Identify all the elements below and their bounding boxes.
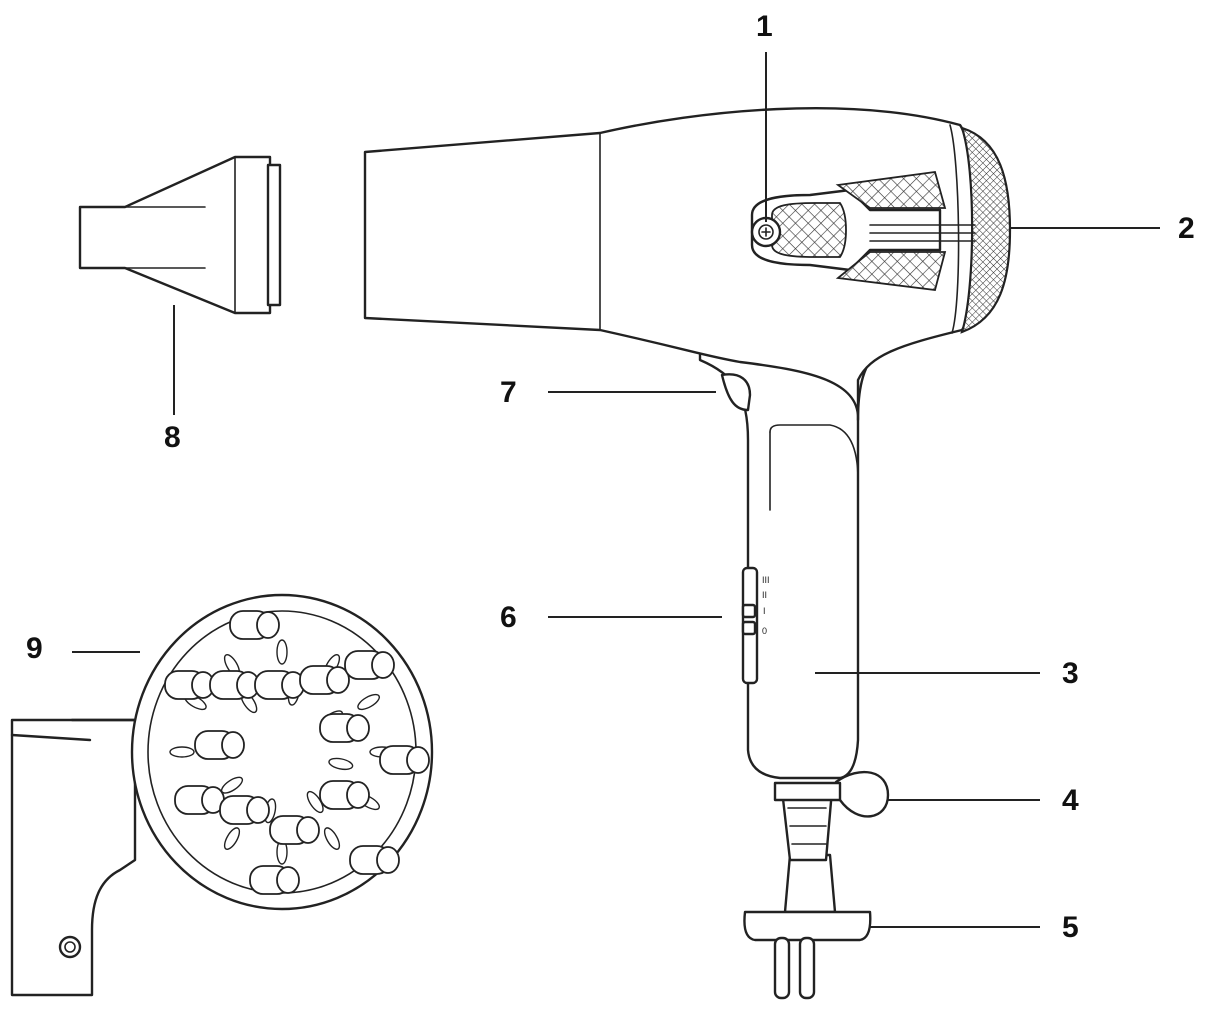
speed-heat-switch: [741, 566, 759, 685]
power-plug: [743, 853, 872, 1000]
callout-7: 7: [500, 376, 517, 409]
diffuser-prong: [249, 865, 300, 895]
diffuser-attachment: [10, 593, 434, 997]
callout-2: 2: [1178, 212, 1195, 245]
leader-lines: [72, 52, 1160, 928]
callout-4: 4: [1062, 784, 1079, 817]
diffuser-prong: [379, 745, 430, 775]
diffuser-prongs: [164, 610, 430, 895]
diffuser-vent: [169, 746, 195, 758]
switch-mark-1: I: [763, 606, 766, 616]
diffuser-prong: [269, 815, 320, 845]
callout-5: 5: [1062, 911, 1079, 944]
diffuser-prong: [254, 670, 305, 700]
cord-strain-relief: [773, 781, 842, 862]
side-vent-panel: [750, 171, 976, 291]
cool-shot-button: [750, 216, 782, 248]
diffuser-vent: [276, 639, 288, 665]
callout-3: 3: [1062, 657, 1079, 690]
dryer-body: III II I 0: [363, 107, 1012, 1000]
callout-6: 6: [500, 601, 517, 634]
diffuser-vent: [223, 827, 241, 850]
diffuser-prong: [299, 665, 350, 695]
diffuser-prong: [174, 785, 225, 815]
diffuser-vent: [323, 827, 341, 850]
callout-8: 8: [164, 421, 181, 454]
diffuser-vent: [306, 790, 324, 814]
callout-9: 9: [26, 632, 43, 665]
trigger-button: [720, 373, 752, 412]
diffuser-prong: [219, 795, 270, 825]
callout-labels: 1 2 3 4 5 6 7 8 9: [26, 10, 1195, 944]
switch-mark-2: II: [762, 590, 767, 600]
diffuser-prong: [194, 730, 245, 760]
diffuser-prong: [344, 650, 395, 680]
diffuser-prong: [319, 780, 370, 810]
diffuser-prong: [229, 610, 280, 640]
diffuser-prong: [164, 670, 215, 700]
diffuser-prong: [209, 670, 260, 700]
switch-mark-0: 0: [762, 626, 767, 636]
main-barrel: [363, 107, 977, 422]
callout-1: 1: [756, 10, 773, 43]
hanging-loop: [834, 770, 890, 818]
diffuser-vent: [328, 757, 354, 771]
switch-mark-3: III: [762, 575, 770, 585]
diffuser-prong: [349, 845, 400, 875]
rear-air-filter: [960, 126, 1012, 334]
diffuser-vent: [357, 693, 380, 711]
diffuser-prong: [319, 713, 370, 743]
concentrator-nozzle: [78, 155, 282, 315]
